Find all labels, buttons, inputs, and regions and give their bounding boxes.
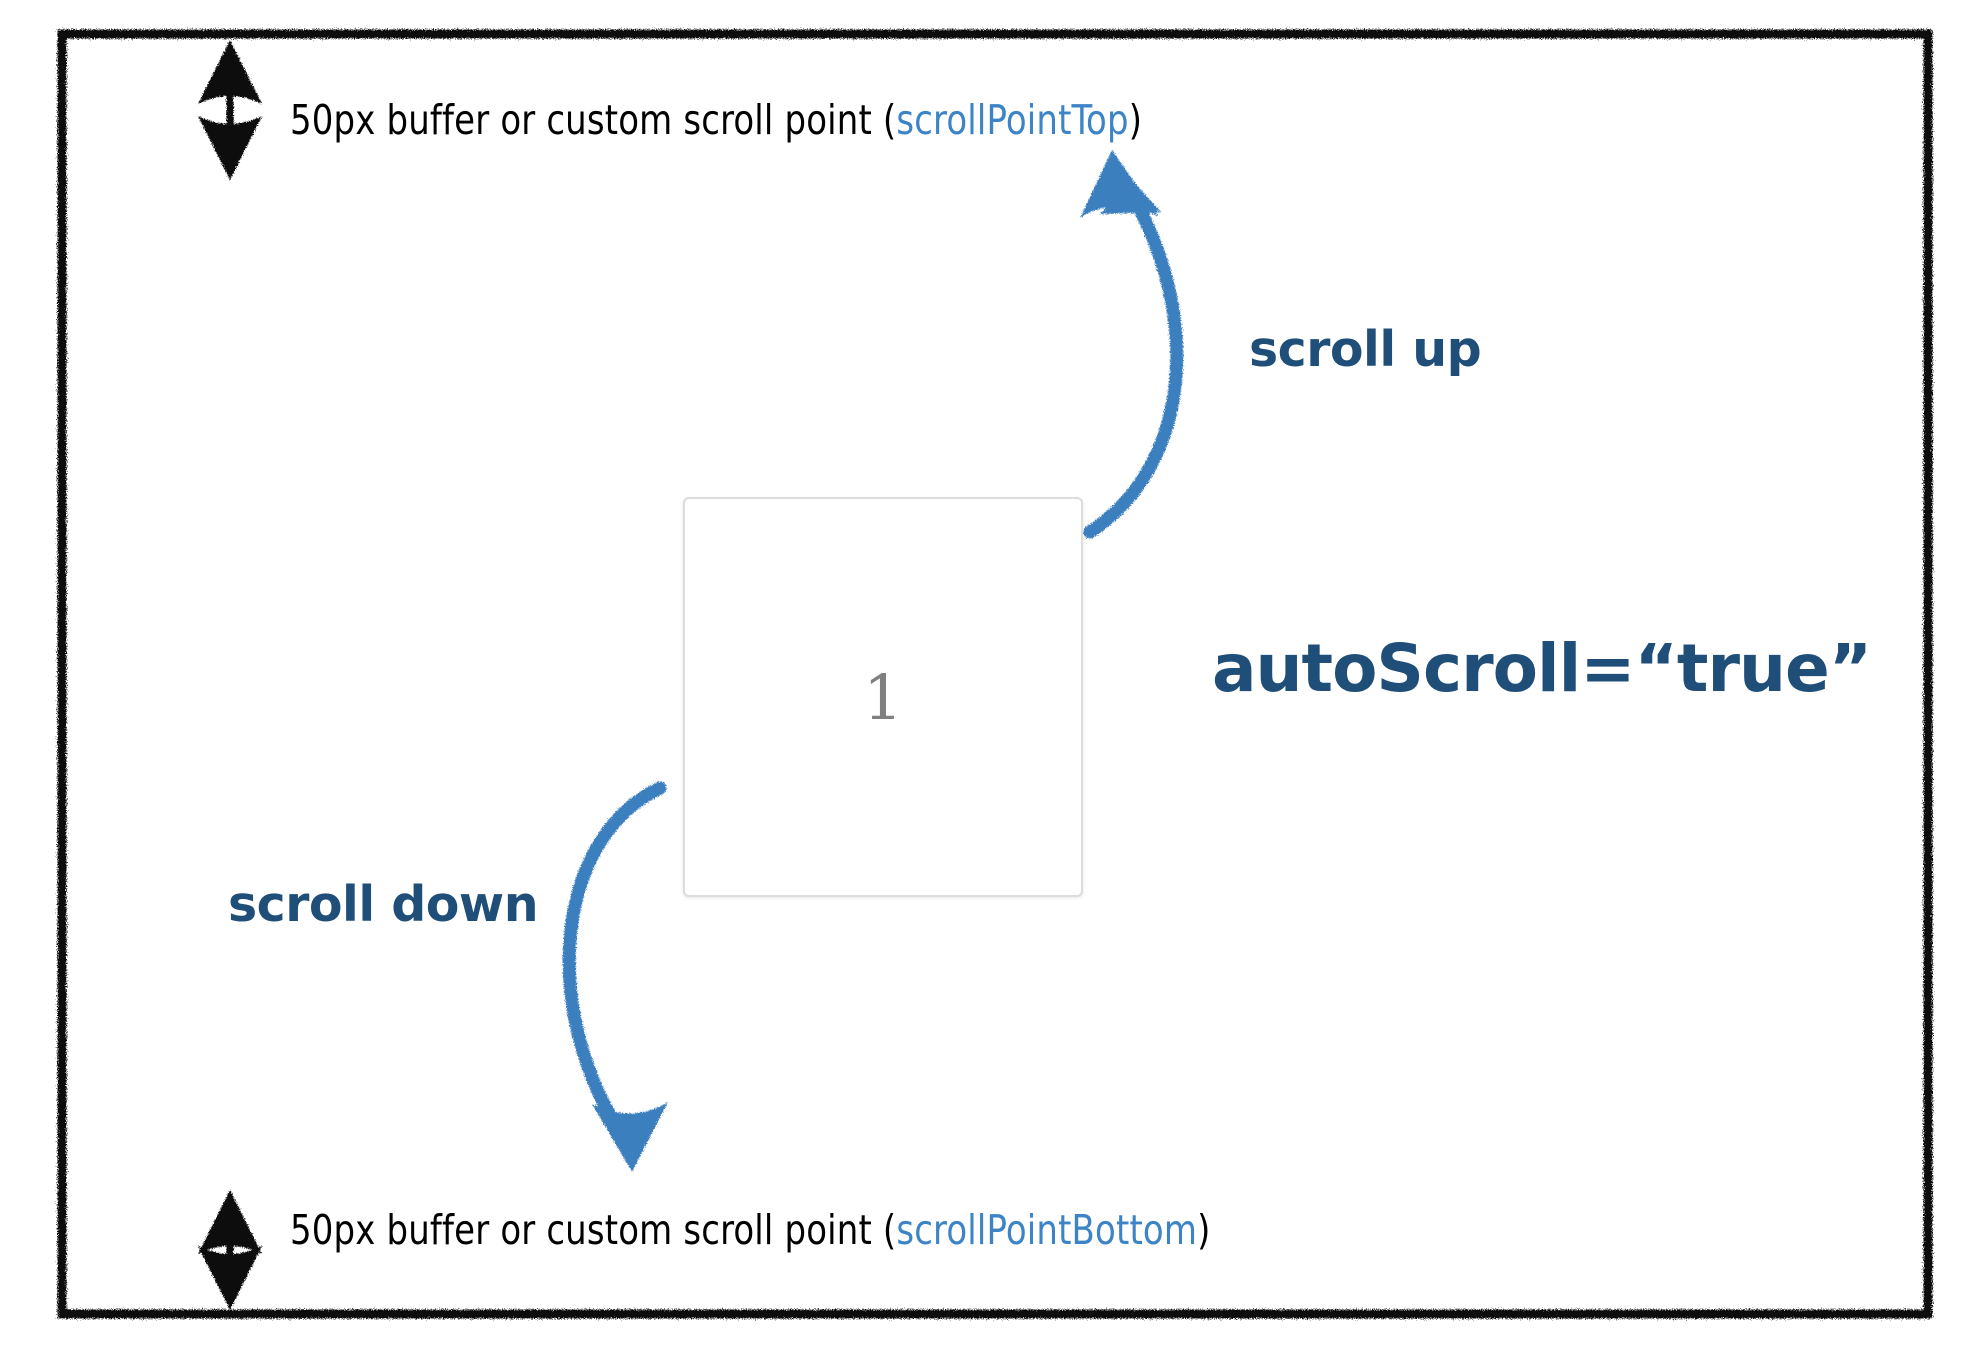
top-buffer-caption: 50px buffer or custom scroll point (scro… — [290, 100, 1142, 141]
scroll-point-top-code: scrollPointTop — [896, 96, 1129, 144]
card-number: 1 — [863, 660, 903, 734]
bottom-dimension-arrow-icon — [198, 1190, 262, 1310]
scroll-item-card[interactable]: 1 — [683, 497, 1083, 897]
scroll-up-label: scroll up — [1249, 321, 1482, 378]
scroll-point-bottom-code: scrollPointBottom — [896, 1206, 1198, 1254]
scroll-down-arrow-icon — [562, 781, 668, 1172]
scroll-up-arrow-icon — [1080, 150, 1184, 539]
auto-scroll-attribute-label: autoScroll=“true” — [1212, 630, 1872, 707]
bottom-buffer-caption: 50px buffer or custom scroll point (scro… — [290, 1210, 1211, 1251]
top-caption-close: ) — [1128, 96, 1143, 144]
outer-frame — [57, 29, 1933, 1319]
top-caption-text: 50px buffer or custom scroll point ( — [290, 96, 897, 144]
scroll-down-label: scroll down — [228, 876, 539, 933]
top-dimension-arrow-icon — [198, 40, 262, 180]
bottom-caption-text: 50px buffer or custom scroll point ( — [290, 1206, 897, 1254]
bottom-caption-close: ) — [1197, 1206, 1211, 1254]
